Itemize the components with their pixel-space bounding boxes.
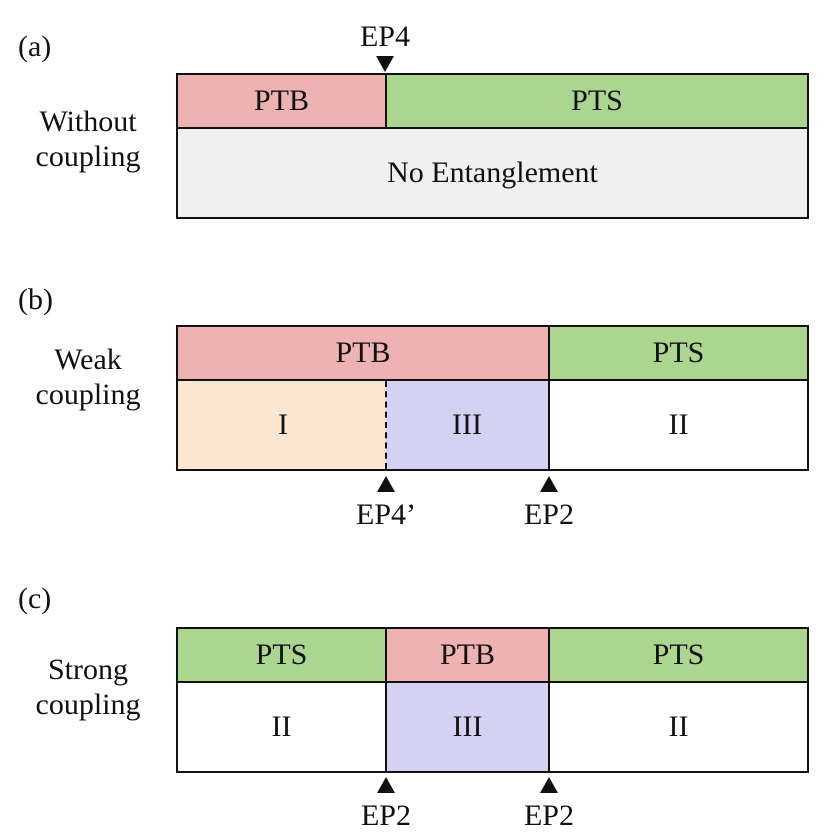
panel-b-label: Weak coupling xyxy=(8,342,168,412)
panel-c-region-III-label: III xyxy=(452,710,483,743)
panel-a-phase-ptb-label: PTB xyxy=(253,84,310,117)
panel-b-region-divider-dashed xyxy=(385,381,387,469)
panel-c-label-line1: Strong xyxy=(47,653,128,686)
panel-b-label-line2: coupling xyxy=(35,378,141,411)
panel-b-tag: (b) xyxy=(18,283,53,316)
panel-c-region-II-right: II xyxy=(548,681,809,773)
panel-b-marker-ep4-label: EP4’ xyxy=(356,498,416,531)
panel-c-region-II-left-label: II xyxy=(271,710,292,743)
panel-c-phase-pts-right-label: PTS xyxy=(652,638,705,671)
panel-c-label: Strong coupling xyxy=(8,652,168,722)
panel-a-top-marker-arrow xyxy=(376,56,394,72)
panel-a-phase-ptb: PTB xyxy=(176,73,387,129)
panel-b-marker-ep2-label: EP2 xyxy=(523,498,574,531)
panel-c-phase-ptb-label: PTB xyxy=(439,638,496,671)
panel-c-marker-ep2-right-arrow xyxy=(540,777,558,793)
panel-a-region-no-entanglement: No Entanglement xyxy=(176,127,809,219)
panel-c-label-line2: coupling xyxy=(35,688,141,721)
panel-c-phase-pts-left: PTS xyxy=(176,627,387,683)
panel-b-marker-ep2-arrow xyxy=(540,476,558,492)
panel-a-label: Without coupling xyxy=(8,104,168,174)
panel-c-tag: (c) xyxy=(18,582,52,615)
panel-a-tag: (a) xyxy=(18,30,52,63)
panel-c-marker-ep2-left-label: EP2 xyxy=(360,799,411,832)
panel-b-region-III: III xyxy=(386,379,550,471)
panel-b-region-II-label: II xyxy=(668,408,689,441)
panel-a-region-no-entanglement-label: No Entanglement xyxy=(387,156,598,189)
panel-b-phase-ptb-label: PTB xyxy=(335,336,391,369)
panel-c-region-II-right-label: II xyxy=(668,710,689,743)
panel-a-phase-pts-label: PTS xyxy=(571,84,623,117)
panel-c-phase-ptb: PTB xyxy=(385,627,550,683)
panel-b-region-I-label: I xyxy=(278,408,288,441)
panel-c-marker-ep2-left-arrow xyxy=(377,777,395,793)
panel-b-region-I: I xyxy=(176,379,388,471)
panel-a-label-line2: coupling xyxy=(35,140,141,173)
panel-b-label-line1: Weak xyxy=(54,343,122,376)
panel-c-phase-pts-left-label: PTS xyxy=(255,638,308,671)
panel-a-top-marker-label: EP4 xyxy=(359,20,410,53)
panel-c-marker-ep2-right-label: EP2 xyxy=(523,799,574,832)
panel-b-phase-pts-label: PTS xyxy=(652,336,705,369)
panel-b-marker-ep4-arrow xyxy=(377,476,395,492)
panel-c-region-III: III xyxy=(385,681,550,773)
panel-c-region-II-left: II xyxy=(176,681,387,773)
panel-b-phase-pts: PTS xyxy=(548,325,809,381)
panel-a-phase-pts: PTS xyxy=(385,73,809,129)
panel-a-label-line1: Without xyxy=(39,105,137,138)
panel-b-region-III-label: III xyxy=(452,408,482,441)
panel-b-region-II: II xyxy=(548,379,809,471)
panel-c-phase-pts-right: PTS xyxy=(548,627,809,683)
panel-b-phase-ptb: PTB xyxy=(176,325,550,381)
